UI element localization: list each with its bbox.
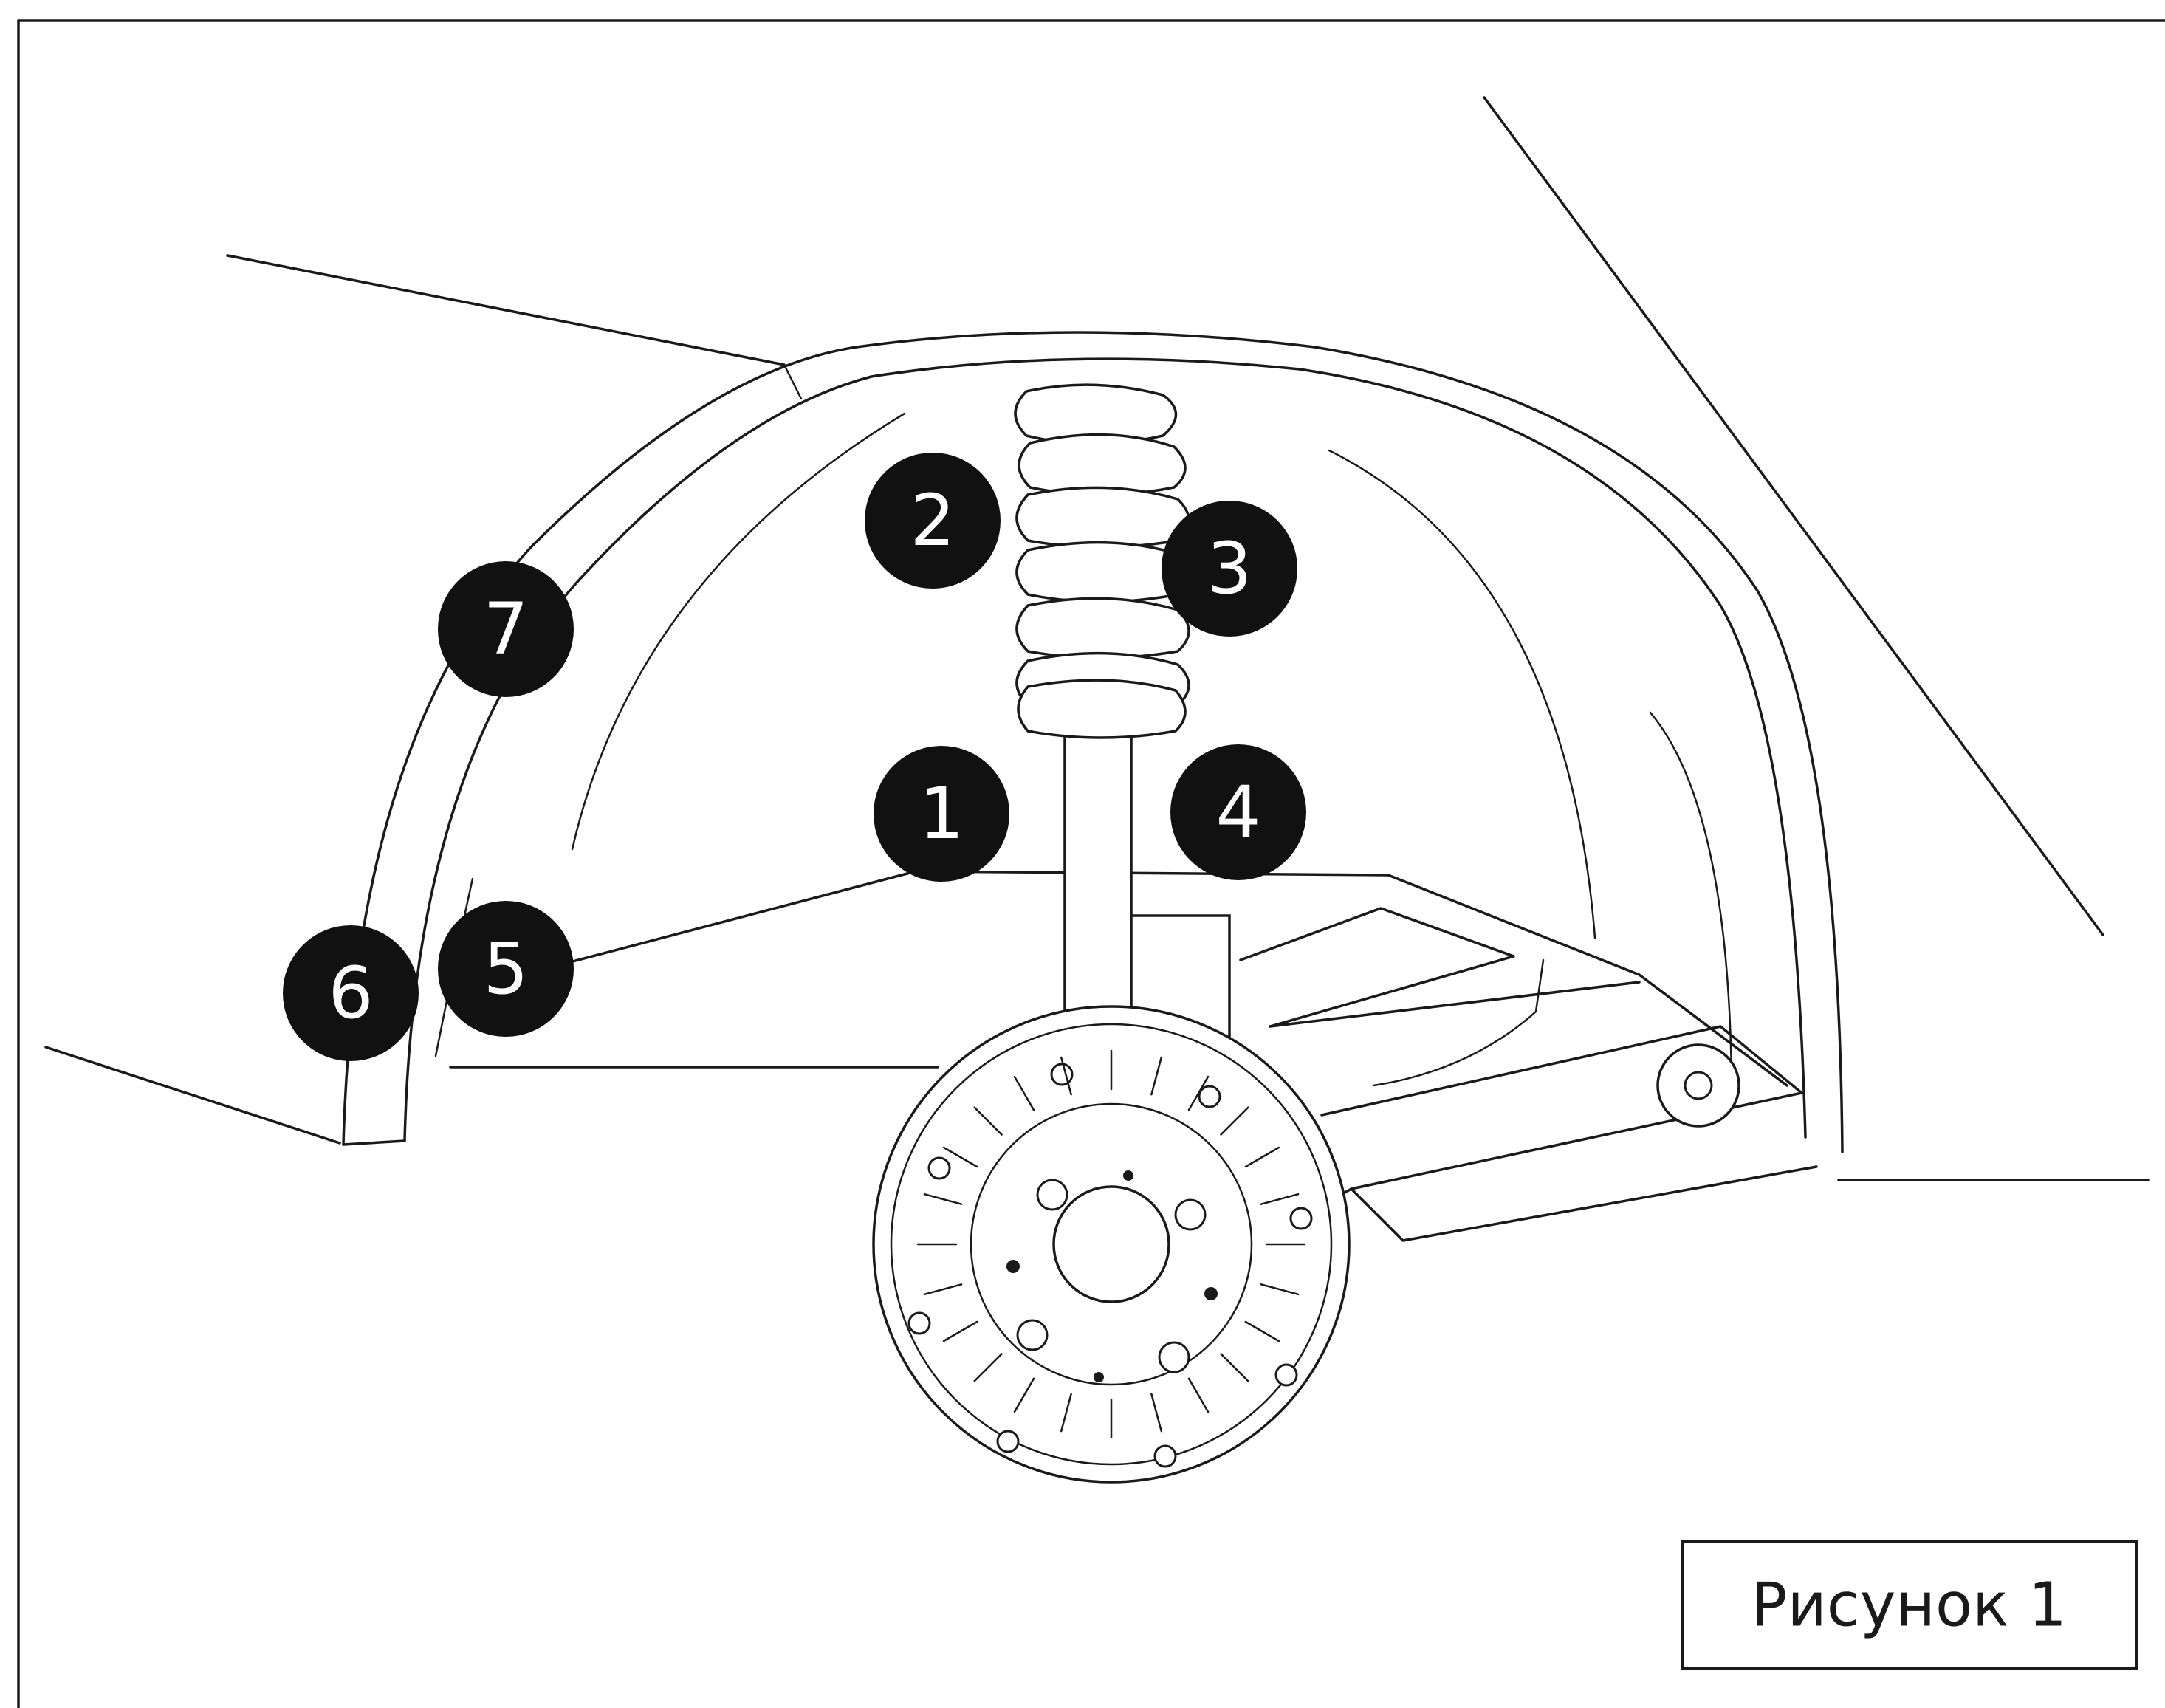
marker-7: 7	[438, 561, 574, 697]
marker-2-label: 2	[910, 479, 955, 562]
marker-6: 6	[283, 925, 419, 1061]
marker-1: 1	[874, 746, 1009, 882]
drum-rib	[1013, 1377, 1035, 1413]
marker-2: 2	[865, 453, 1001, 589]
drum-rib	[923, 1193, 963, 1205]
drum-rib	[973, 1353, 1003, 1382]
marker-1-label: 1	[919, 772, 964, 855]
drum-rib	[1150, 1393, 1163, 1433]
drum-rib	[1187, 1377, 1210, 1413]
marker-7-label: 7	[483, 588, 528, 670]
drum-rib	[973, 1106, 1003, 1136]
brake-drum	[872, 1005, 1351, 1484]
drum-rib	[1260, 1193, 1300, 1205]
drum-rib	[1013, 1075, 1035, 1111]
caption-text: Рисунок 1	[1751, 1571, 2067, 1641]
marker-4: 4	[1170, 744, 1306, 880]
marker-3: 3	[1162, 501, 1297, 637]
drum-rib	[942, 1146, 978, 1168]
drum-rib	[923, 1283, 963, 1296]
drum-rib	[1244, 1146, 1280, 1168]
marker-6-label: 6	[328, 952, 373, 1035]
frame-border	[17, 19, 2165, 1708]
marker-5-label: 5	[483, 927, 528, 1010]
drum-rib	[1220, 1353, 1249, 1382]
caption-box: Рисунок 1	[1681, 1540, 2138, 1670]
drum-rib	[1187, 1075, 1210, 1111]
body-contours	[44, 96, 2150, 1181]
marker-3-label: 3	[1207, 527, 1252, 610]
shock-absorber	[1014, 383, 1190, 1021]
drum-rib	[942, 1320, 978, 1342]
marker-4-label: 4	[1215, 771, 1260, 854]
drum-rib	[1060, 1056, 1072, 1096]
drum-rib	[1150, 1056, 1163, 1096]
drum-rib	[1260, 1283, 1300, 1296]
drum-rib	[1220, 1106, 1249, 1136]
drum-rib	[1244, 1320, 1280, 1342]
marker-5: 5	[438, 901, 574, 1037]
drum-rib	[1060, 1393, 1072, 1433]
